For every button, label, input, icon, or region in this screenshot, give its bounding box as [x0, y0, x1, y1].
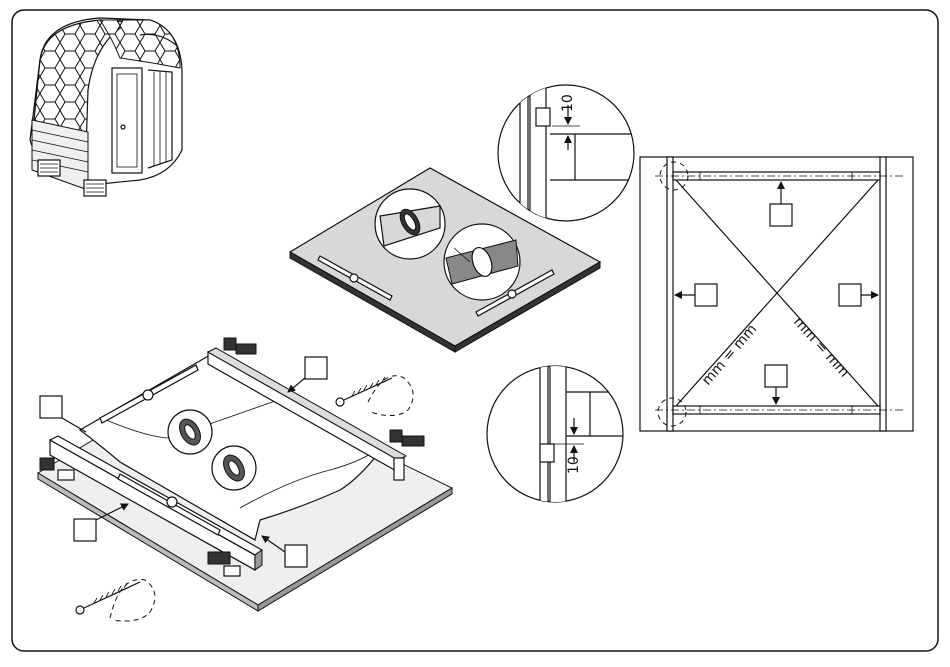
screw-upper-illustration — [336, 376, 413, 416]
screw-lower-illustration — [76, 579, 155, 621]
label-box-d — [285, 545, 307, 567]
detail-view-bottom: 10 — [487, 360, 640, 510]
dimension-label-bottom: 10 — [566, 456, 582, 474]
label-box-left — [695, 284, 717, 306]
label-box-a — [40, 396, 62, 418]
dimension-label-top: 10 — [560, 94, 576, 112]
label-box-b — [305, 357, 327, 379]
label-box-right — [839, 284, 861, 306]
detail-view-top: 10 — [498, 80, 640, 230]
label-box-c — [74, 519, 96, 541]
label-box-top — [770, 204, 792, 226]
plan-view-diagram: mm = mm mm = mm — [640, 157, 913, 431]
sauna-overview-illustration — [30, 18, 182, 196]
clamp-back-left — [224, 338, 256, 354]
label-box-bottom — [765, 365, 787, 387]
